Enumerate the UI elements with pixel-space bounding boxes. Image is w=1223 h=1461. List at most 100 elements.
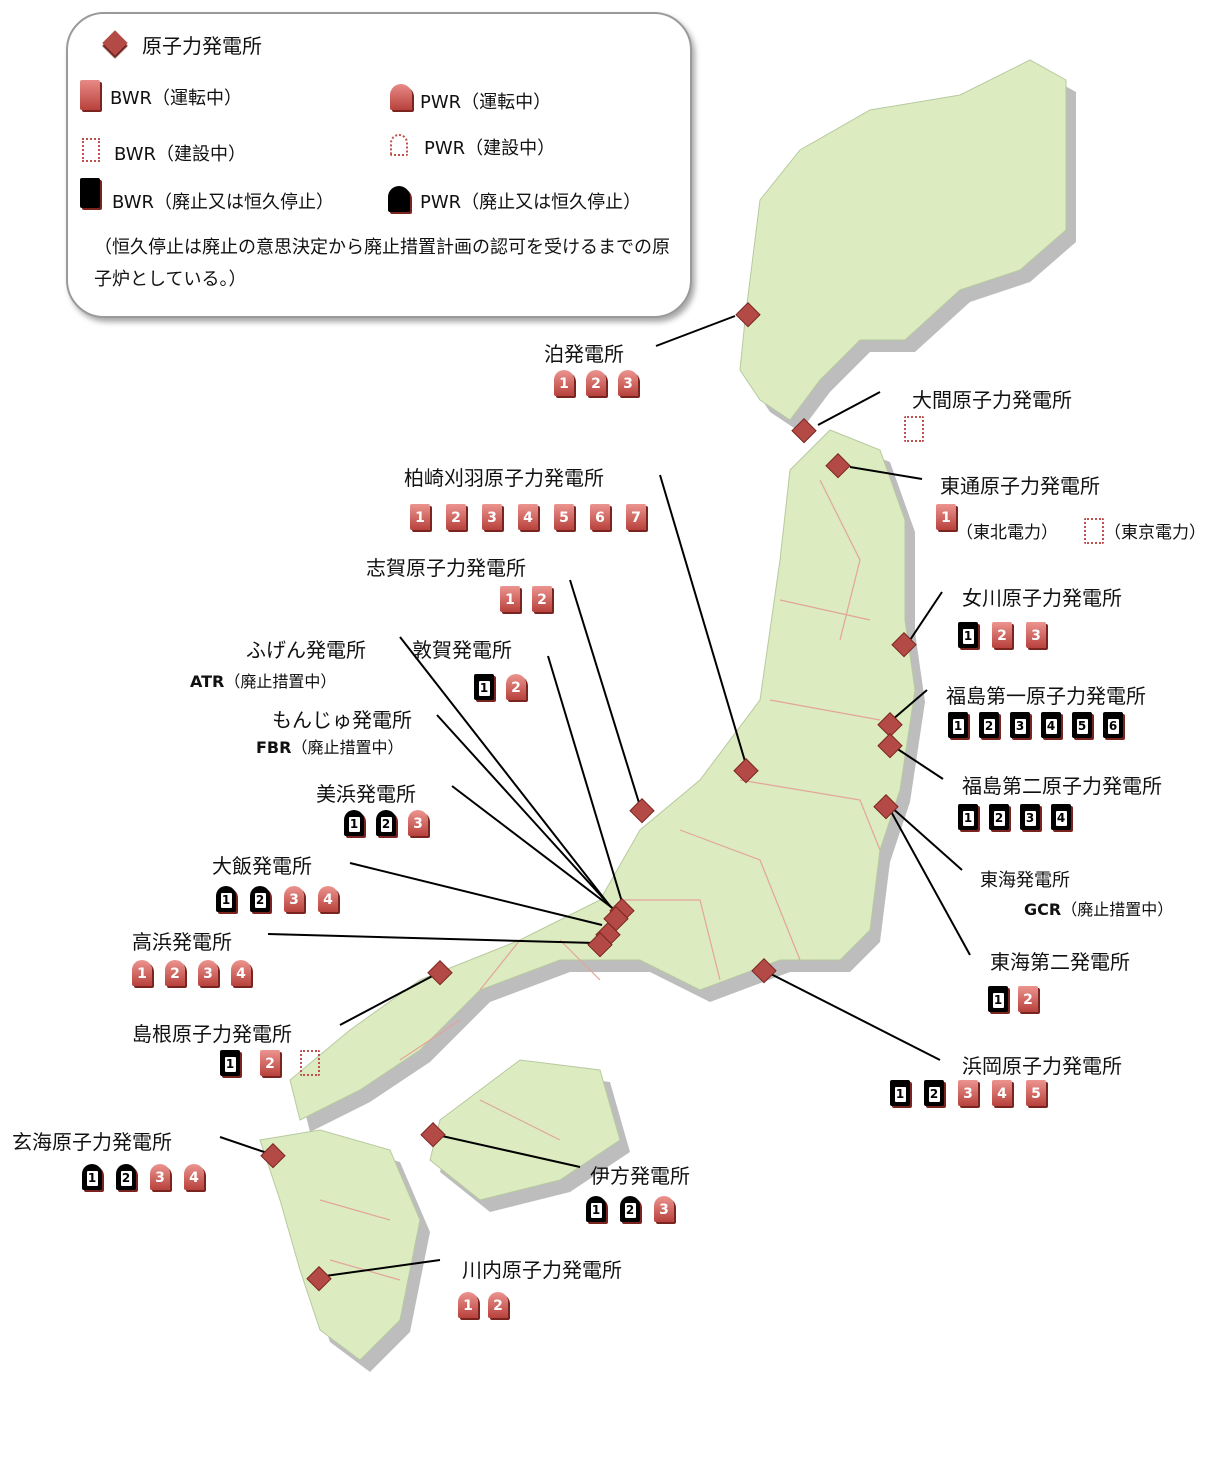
marker-ohma bbox=[791, 417, 817, 444]
genkai-unit-4: 4 bbox=[184, 1164, 204, 1190]
kashiwazaki-unit-5: 5 bbox=[554, 504, 574, 530]
kashiwazaki-unit-4: 4 bbox=[518, 504, 538, 530]
marker-shimane bbox=[427, 959, 453, 986]
kashiwazaki-unit-3: 3 bbox=[482, 504, 502, 530]
ikata-unit-1: 1 bbox=[586, 1196, 606, 1222]
marker-higashidori bbox=[825, 452, 851, 479]
shimane-unit-planned bbox=[300, 1050, 320, 1076]
fukushima2-unit-3: 3 bbox=[1020, 804, 1040, 830]
fukushima1-unit-3: 3 bbox=[1010, 712, 1030, 738]
sendai-unit-2: 2 bbox=[488, 1292, 508, 1318]
mihama-unit-1: 1 bbox=[344, 810, 364, 836]
legend-title: 原子力発電所 bbox=[142, 34, 262, 58]
ohi-unit-1: 1 bbox=[216, 886, 236, 912]
legend-bwr-decommissioned: BWR（廃止又は恒久停止） bbox=[112, 192, 335, 213]
onagawa-unit-2: 2 bbox=[992, 622, 1012, 648]
hamaoka-unit-5: 5 bbox=[1026, 1080, 1046, 1106]
tsuruga-unit-2: 2 bbox=[506, 674, 526, 700]
shimane-unit-1: 1 bbox=[220, 1050, 240, 1076]
fukushima1-unit-2: 2 bbox=[979, 712, 999, 738]
leader-lines bbox=[219, 315, 971, 1278]
fukushima1-unit-6: 6 bbox=[1103, 712, 1123, 738]
legend-note: （恒久停止は廃止の意思決定から廃止措置計画の認可を受けるまでの原子炉としている。… bbox=[94, 237, 670, 290]
genkai-unit-1: 1 bbox=[82, 1164, 102, 1190]
genkai-unit-3: 3 bbox=[150, 1164, 170, 1190]
label-higashidori-tokyo: （東京電力） bbox=[1104, 523, 1206, 543]
takahama-unit-1: 1 bbox=[132, 960, 152, 986]
ohi-unit-3: 3 bbox=[284, 886, 304, 912]
higashidori_tohoku-unit-1: 1 bbox=[936, 504, 956, 530]
mihama-unit-2: 2 bbox=[376, 810, 396, 836]
fukushima2-unit-2: 2 bbox=[989, 804, 1009, 830]
label-tomari: 泊発電所 bbox=[544, 342, 624, 366]
takahama-unit-3: 3 bbox=[198, 960, 218, 986]
diamond-icon bbox=[102, 30, 128, 56]
legend-bwr-construction: BWR（建設中） bbox=[114, 144, 247, 165]
sendai-unit-1: 1 bbox=[458, 1292, 478, 1318]
label-tokai: 東海発電所 bbox=[980, 870, 1070, 891]
label-mihama: 美浜発電所 bbox=[316, 782, 416, 806]
genkai-unit-2: 2 bbox=[116, 1164, 136, 1190]
fukushima1-unit-4: 4 bbox=[1041, 712, 1061, 738]
marker-hamaoka bbox=[751, 957, 777, 984]
kashiwazaki-unit-7: 7 bbox=[626, 504, 646, 530]
fukushima1-unit-1: 1 bbox=[948, 712, 968, 738]
label-higashidori-tohoku: （東北電力） bbox=[956, 523, 1058, 543]
label-shika: 志賀原子力発電所 bbox=[366, 556, 526, 580]
label-fukushima1: 福島第一原子力発電所 bbox=[946, 684, 1146, 708]
tsuruga-unit-1: 1 bbox=[474, 674, 494, 700]
label-onagawa: 女川原子力発電所 bbox=[962, 586, 1122, 610]
kashiwazaki-unit-6: 6 bbox=[590, 504, 610, 530]
label-fugen: ふげん発電所 bbox=[246, 638, 366, 662]
marker-tokai bbox=[873, 793, 899, 820]
pwr-decommissioned-icon bbox=[388, 186, 410, 212]
fukushima2-unit-4: 4 bbox=[1051, 804, 1071, 830]
pwr-construction-icon bbox=[390, 134, 408, 156]
label-ikata: 伊方発電所 bbox=[590, 1164, 690, 1188]
marker-onagawa bbox=[891, 631, 917, 658]
shika-unit-2: 2 bbox=[532, 586, 552, 612]
marker-tomari bbox=[735, 301, 761, 328]
prefecture-borders bbox=[319, 479, 881, 1281]
mihama-unit-3: 3 bbox=[408, 810, 428, 836]
tomari-unit-3: 3 bbox=[618, 370, 638, 396]
tomari-unit-1: 1 bbox=[554, 370, 574, 396]
onagawa-unit-1: 1 bbox=[958, 622, 978, 648]
legend-bwr-operating: BWR（運転中） bbox=[110, 88, 243, 109]
label-sendai: 川内原子力発電所 bbox=[462, 1258, 622, 1282]
marker-shika bbox=[629, 797, 655, 824]
label-monju-status: FBR（廃止措置中） bbox=[256, 738, 404, 757]
legend-pwr-decommissioned: PWR（廃止又は恒久停止） bbox=[420, 192, 642, 213]
label-hamaoka: 浜岡原子力発電所 bbox=[962, 1054, 1122, 1078]
marker-ikata bbox=[420, 1121, 446, 1148]
takahama-unit-4: 4 bbox=[231, 960, 251, 986]
hamaoka-unit-2: 2 bbox=[924, 1080, 944, 1106]
marker-genkai bbox=[260, 1142, 286, 1169]
label-fugen-status: ATR（廃止措置中） bbox=[190, 672, 337, 691]
label-higashidori: 東通原子力発電所 bbox=[940, 474, 1100, 498]
fukushima2-unit-1: 1 bbox=[958, 804, 978, 830]
tokai2-unit-2: 2 bbox=[1018, 986, 1038, 1012]
ikata-unit-3: 3 bbox=[654, 1196, 674, 1222]
plant-markers bbox=[260, 301, 917, 1292]
bwr-operating-icon bbox=[80, 80, 100, 110]
hamaoka-unit-1: 1 bbox=[890, 1080, 910, 1106]
label-kashiwazaki: 柏崎刈羽原子力発電所 bbox=[404, 466, 604, 490]
label-takahama: 高浜発電所 bbox=[132, 930, 232, 954]
onagawa-unit-3: 3 bbox=[1026, 622, 1046, 648]
label-genkai: 玄海原子力発電所 bbox=[12, 1130, 172, 1154]
ikata-unit-2: 2 bbox=[620, 1196, 640, 1222]
shika-unit-1: 1 bbox=[500, 586, 520, 612]
bwr-decommissioned-icon bbox=[80, 178, 100, 208]
pwr-operating-icon bbox=[390, 84, 412, 110]
legend-pwr-operating: PWR（運転中） bbox=[420, 92, 552, 113]
marker-fukushima2 bbox=[877, 732, 903, 759]
tomari-unit-2: 2 bbox=[586, 370, 606, 396]
shimane-unit-2: 2 bbox=[260, 1050, 280, 1076]
label-ohma: 大間原子力発電所 bbox=[912, 388, 1072, 412]
bwr-construction-icon bbox=[82, 138, 100, 162]
marker-takahama bbox=[587, 931, 613, 958]
takahama-unit-2: 2 bbox=[165, 960, 185, 986]
label-tokai2: 東海第二発電所 bbox=[990, 950, 1130, 974]
